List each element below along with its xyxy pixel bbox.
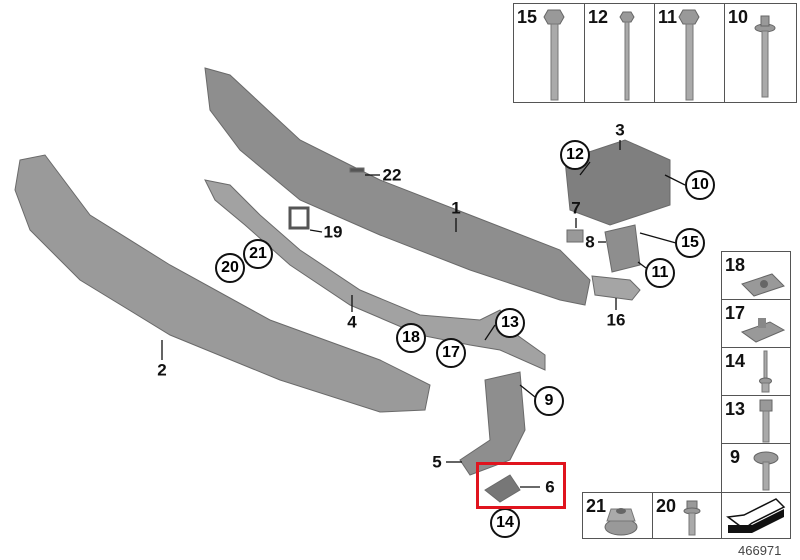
part-6-cover	[484, 474, 521, 503]
callout-7: 7	[571, 198, 581, 218]
callout-10: 10	[685, 170, 715, 200]
direction-arrow-cell	[721, 492, 791, 539]
callout-17: 17	[436, 338, 466, 368]
screw-icon	[753, 451, 779, 491]
bolt-icon	[543, 9, 565, 101]
fastener-cell-17: 17	[721, 299, 791, 348]
fastener-cell-12: 12	[584, 3, 655, 103]
leader-lines	[161, 140, 686, 488]
fastener-cell-18: 18	[721, 251, 791, 300]
callout-5: 5	[432, 452, 442, 472]
direction-arrow-icon	[726, 498, 786, 533]
fastener-number: 12	[588, 7, 609, 27]
callout-20: 20	[215, 253, 245, 283]
bolt-icon	[754, 15, 776, 98]
callout-2: 2	[157, 360, 167, 380]
callout-18: 18	[396, 323, 426, 353]
callout-6: 6	[545, 477, 555, 497]
callout-9: 9	[534, 386, 564, 416]
callout-3: 3	[615, 120, 625, 140]
highlighted-part-6	[476, 462, 566, 509]
callout-12: 12	[560, 140, 590, 170]
fastener-cell-10: 10	[724, 3, 797, 103]
callout-11: 11	[645, 258, 675, 288]
fastener-cell-14: 14	[721, 347, 791, 396]
bracket-strip	[204, 179, 546, 371]
bumper-absorber	[14, 154, 431, 413]
fastener-number: 15	[517, 7, 538, 27]
callout-8: 8	[585, 232, 595, 252]
callout-1: 1	[451, 198, 461, 218]
bumper-carrier-beam	[204, 67, 591, 306]
fastener-number: 17	[725, 303, 746, 323]
fastener-cell-20: 20	[652, 492, 722, 539]
rivet-icon	[759, 350, 772, 393]
fastener-number: 11	[658, 7, 678, 27]
fastener-number: 18	[725, 255, 746, 275]
fastener-number: 14	[725, 351, 746, 371]
part-5-holder	[459, 371, 526, 476]
fastener-number: 13	[725, 399, 746, 419]
callout-16: 16	[606, 310, 626, 330]
clip-nut-icon	[741, 273, 785, 297]
fastener-number: 10	[728, 7, 749, 27]
fastener-cell-15: 15	[513, 3, 585, 103]
fastener-cell-13: 13	[721, 395, 791, 444]
part-3-bracket	[564, 139, 671, 226]
screw-icon	[683, 500, 701, 536]
bolt-icon	[619, 11, 635, 101]
callout-4: 4	[347, 312, 357, 332]
fastener-cell-11: 11	[654, 3, 725, 103]
callout-22: 22	[382, 165, 402, 185]
clip-nut-icon	[740, 318, 786, 343]
callout-15: 15	[675, 228, 705, 258]
part-7-clip	[566, 229, 584, 243]
callout-14: 14	[490, 508, 520, 538]
diagram-id: 466971	[738, 543, 782, 558]
part-22-pin	[349, 167, 365, 173]
part-19-clip	[288, 206, 310, 230]
callout-21: 21	[243, 239, 273, 269]
callout-19: 19	[323, 222, 343, 242]
part-8-bracket	[604, 224, 641, 273]
bolt-icon	[678, 9, 700, 101]
fastener-cell-9: 9	[721, 443, 791, 493]
bolt-icon	[759, 399, 773, 443]
fastener-number: 20	[656, 496, 677, 516]
flange-nut-icon	[604, 508, 638, 536]
callout-13: 13	[495, 308, 525, 338]
part-16-cap	[591, 275, 641, 301]
fastener-number: 21	[586, 496, 607, 516]
fastener-number: 9	[730, 447, 741, 467]
fastener-cell-21: 21	[582, 492, 653, 539]
